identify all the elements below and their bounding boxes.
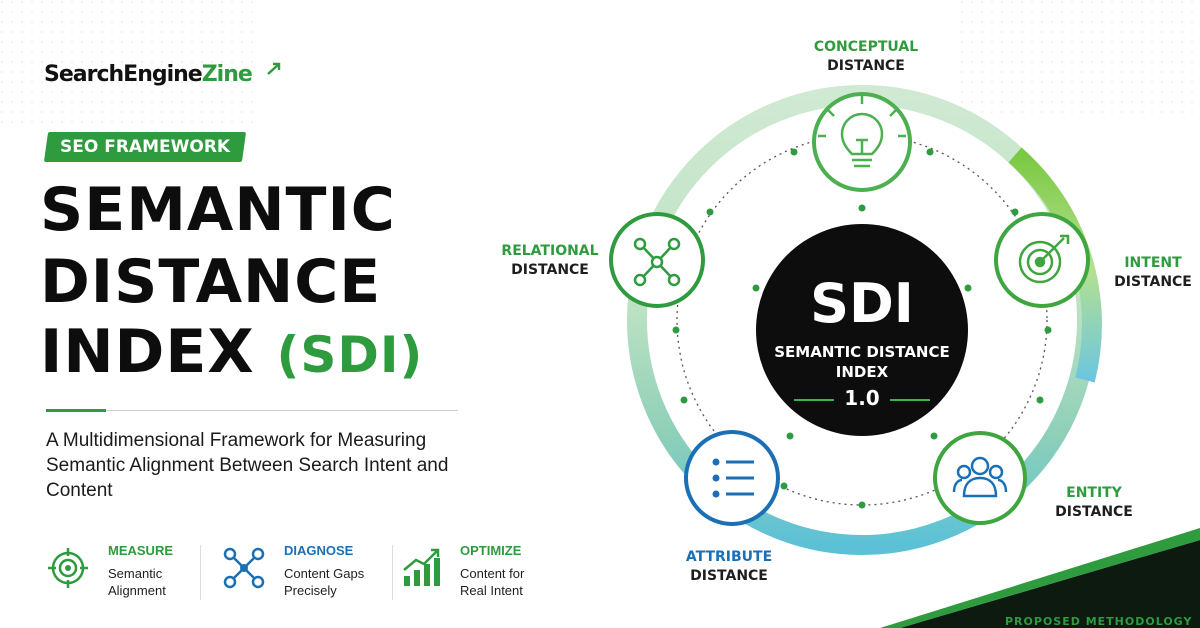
label-accent: ENTITY bbox=[1066, 485, 1122, 501]
feature-line: Semantic bbox=[108, 566, 163, 581]
label-rest: DISTANCE bbox=[1114, 274, 1192, 290]
label-attribute: ATTRIBUTE DISTANCE bbox=[674, 548, 784, 586]
center-abbr: SDI bbox=[810, 272, 914, 335]
corner-caption: PROPOSED METHODOLOGY bbox=[1005, 615, 1193, 628]
target-arrow-icon bbox=[1018, 234, 1070, 284]
subtitle: A Multidimensional Framework for Measuri… bbox=[46, 430, 449, 501]
people-icon bbox=[952, 456, 1008, 498]
label-rest: DISTANCE bbox=[827, 58, 905, 74]
brand-name-part1: SearchEngine bbox=[44, 62, 203, 87]
center-name-line1: SEMANTIC DISTANCE bbox=[774, 343, 950, 361]
version-bar-left bbox=[794, 398, 835, 401]
feature-heading: DIAGNOSE bbox=[284, 543, 354, 558]
label-entity: ENTITY DISTANCE bbox=[1044, 484, 1144, 522]
feature-measure: MEASURE Semantic Alignment bbox=[46, 540, 196, 610]
center-circle bbox=[756, 224, 968, 436]
feature-diagnose: DIAGNOSE Content Gaps Precisely bbox=[222, 540, 382, 610]
label-rest: DISTANCE bbox=[511, 262, 589, 278]
target-icon bbox=[48, 548, 88, 588]
network-icon bbox=[223, 547, 265, 589]
feature-line: Content for bbox=[460, 566, 525, 581]
feature-heading: OPTIMIZE bbox=[460, 543, 522, 558]
label-relational: RELATIONAL DISTANCE bbox=[492, 242, 608, 280]
version-number: 1.0 bbox=[844, 386, 880, 410]
center-name: SEMANTIC DISTANCE INDEX bbox=[762, 342, 962, 382]
feature-optimize: OPTIMIZE Content for Real Intent bbox=[398, 540, 548, 610]
label-rest: DISTANCE bbox=[1055, 504, 1133, 520]
feature-line: Precisely bbox=[284, 583, 337, 598]
feature-heading: MEASURE bbox=[108, 543, 174, 558]
title-line-3: INDEX (SDI) bbox=[40, 322, 423, 385]
center-name-line2: INDEX bbox=[835, 363, 889, 381]
title-index: INDEX bbox=[40, 317, 255, 387]
version-bar-right bbox=[889, 398, 930, 401]
brand-logo[interactable]: SearchEngineZine bbox=[44, 62, 253, 87]
brand-name-part2: Zine bbox=[201, 62, 253, 87]
title-line-2: DISTANCE bbox=[40, 247, 382, 317]
network-icon bbox=[633, 237, 681, 287]
feature-line: Real Intent bbox=[460, 583, 523, 598]
title-abbr: (SDI) bbox=[276, 326, 424, 384]
label-accent: CONCEPTUAL bbox=[813, 39, 919, 55]
list-icon bbox=[712, 458, 754, 498]
label-accent: ATTRIBUTE bbox=[685, 549, 773, 565]
title-line-1: SEMANTIC bbox=[40, 175, 396, 245]
lightbulb-icon bbox=[818, 96, 906, 168]
title-divider bbox=[46, 409, 458, 412]
center-version: 1.0 bbox=[762, 386, 962, 410]
label-rest: DISTANCE bbox=[690, 568, 768, 584]
label-conceptual: CONCEPTUAL DISTANCE bbox=[806, 38, 926, 76]
ring-dots bbox=[672, 148, 1052, 509]
label-accent: INTENT bbox=[1124, 255, 1182, 271]
label-intent: INTENT DISTANCE bbox=[1108, 254, 1198, 292]
brand-arrow-icon bbox=[267, 62, 281, 75]
feature-line: Alignment bbox=[108, 583, 166, 598]
label-accent: RELATIONAL bbox=[501, 243, 599, 259]
feature-divider bbox=[392, 545, 393, 600]
feature-divider bbox=[200, 545, 201, 600]
feature-line: Content Gaps bbox=[284, 566, 365, 581]
growth-chart-icon bbox=[403, 548, 440, 586]
